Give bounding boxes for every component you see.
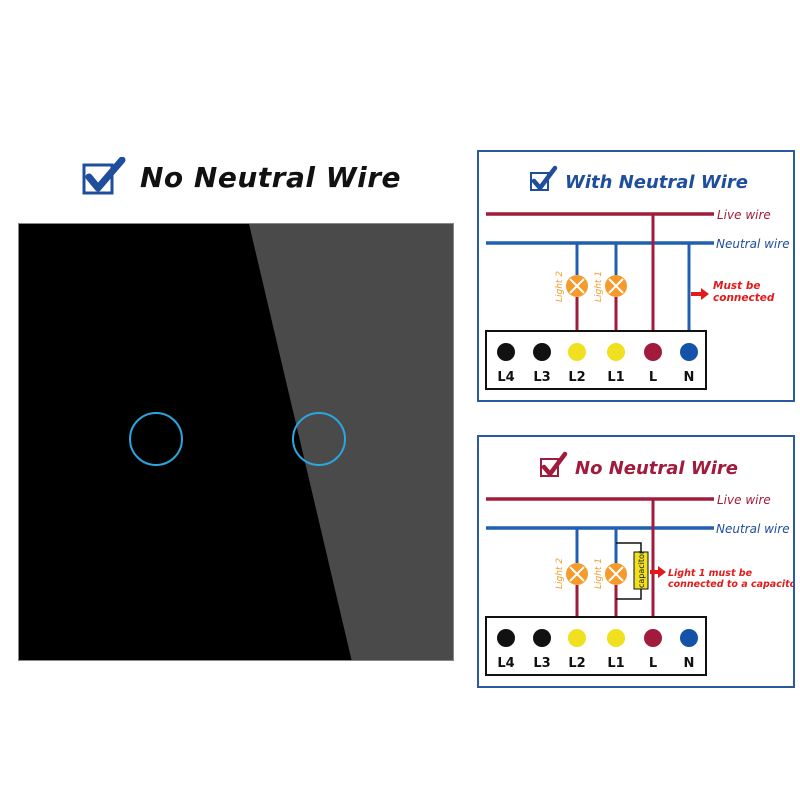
light-2-lamp-icon xyxy=(566,275,588,297)
switch-panel xyxy=(18,223,454,661)
terminal-label-l2: L2 xyxy=(568,370,585,385)
terminal-l-dot xyxy=(644,343,662,361)
note-line-2: connected to a capacitor xyxy=(668,579,793,590)
terminal-label-l1: L1 xyxy=(607,370,624,385)
terminal-l2-dot xyxy=(568,343,586,361)
capacitor-label: capacitor xyxy=(637,550,646,588)
neutral-wire-label: Neutral wire xyxy=(716,237,790,251)
terminal-block xyxy=(485,616,707,676)
diagram-title: No Neutral Wire xyxy=(575,458,738,479)
panel-glass-right xyxy=(249,224,453,660)
note-line-1: Light 1 must be xyxy=(668,568,753,579)
terminal-l1-dot xyxy=(607,629,625,647)
terminal-label-l4: L4 xyxy=(497,370,514,385)
diagram-with-neutral: With Neutral Wire Live wire Neutral wire… xyxy=(477,150,795,402)
light-1-label: Light 1 xyxy=(594,558,604,589)
terminal-label-l: L xyxy=(649,370,657,385)
terminal-block xyxy=(485,330,707,390)
live-wire-label: Live wire xyxy=(717,493,771,507)
terminal-l4-dot xyxy=(497,629,515,647)
terminal-l3-dot xyxy=(533,629,551,647)
capacitor xyxy=(633,551,649,590)
checkbox-check-icon xyxy=(82,157,126,195)
diagram-title-check-icon xyxy=(530,165,558,191)
main-heading: No Neutral Wire xyxy=(82,156,401,198)
note-line-2: connected xyxy=(713,292,775,304)
terminal-n-dot xyxy=(680,629,698,647)
light-1-label: Light 1 xyxy=(594,271,604,302)
terminal-label-n: N xyxy=(684,370,695,385)
light-2-lamp-icon xyxy=(566,563,588,585)
diagram-no-neutral: No Neutral Wire Live wire Neutral wire c… xyxy=(477,435,795,688)
main-heading-text: No Neutral Wire xyxy=(140,160,401,194)
terminal-label-l2: L2 xyxy=(568,656,585,671)
neutral-wire-label: Neutral wire xyxy=(716,522,790,536)
terminal-label-l4: L4 xyxy=(497,656,514,671)
terminal-l-dot xyxy=(644,629,662,647)
terminal-l1-dot xyxy=(607,343,625,361)
light-2-label: Light 2 xyxy=(555,271,565,302)
terminal-label-l3: L3 xyxy=(533,656,550,671)
light-1-lamp-icon xyxy=(605,275,627,297)
diagram-title-check-icon xyxy=(540,451,568,477)
live-wire-label: Live wire xyxy=(717,208,771,222)
terminal-l4-dot xyxy=(497,343,515,361)
terminal-l3-dot xyxy=(533,343,551,361)
light-2-label: Light 2 xyxy=(555,558,565,589)
light-1-lamp-icon xyxy=(605,563,627,585)
arrow-right-icon xyxy=(650,566,666,578)
terminal-label-l: L xyxy=(649,656,657,671)
touch-button-2[interactable] xyxy=(292,412,346,466)
terminal-label-n: N xyxy=(684,656,695,671)
terminal-n-dot xyxy=(680,343,698,361)
terminal-l2-dot xyxy=(568,629,586,647)
terminal-label-l3: L3 xyxy=(533,370,550,385)
note-line-1: Must be xyxy=(713,280,761,292)
terminal-label-l1: L1 xyxy=(607,656,624,671)
diagram-title: With Neutral Wire xyxy=(565,172,748,193)
arrow-right-icon xyxy=(691,288,709,300)
touch-button-1[interactable] xyxy=(129,412,183,466)
